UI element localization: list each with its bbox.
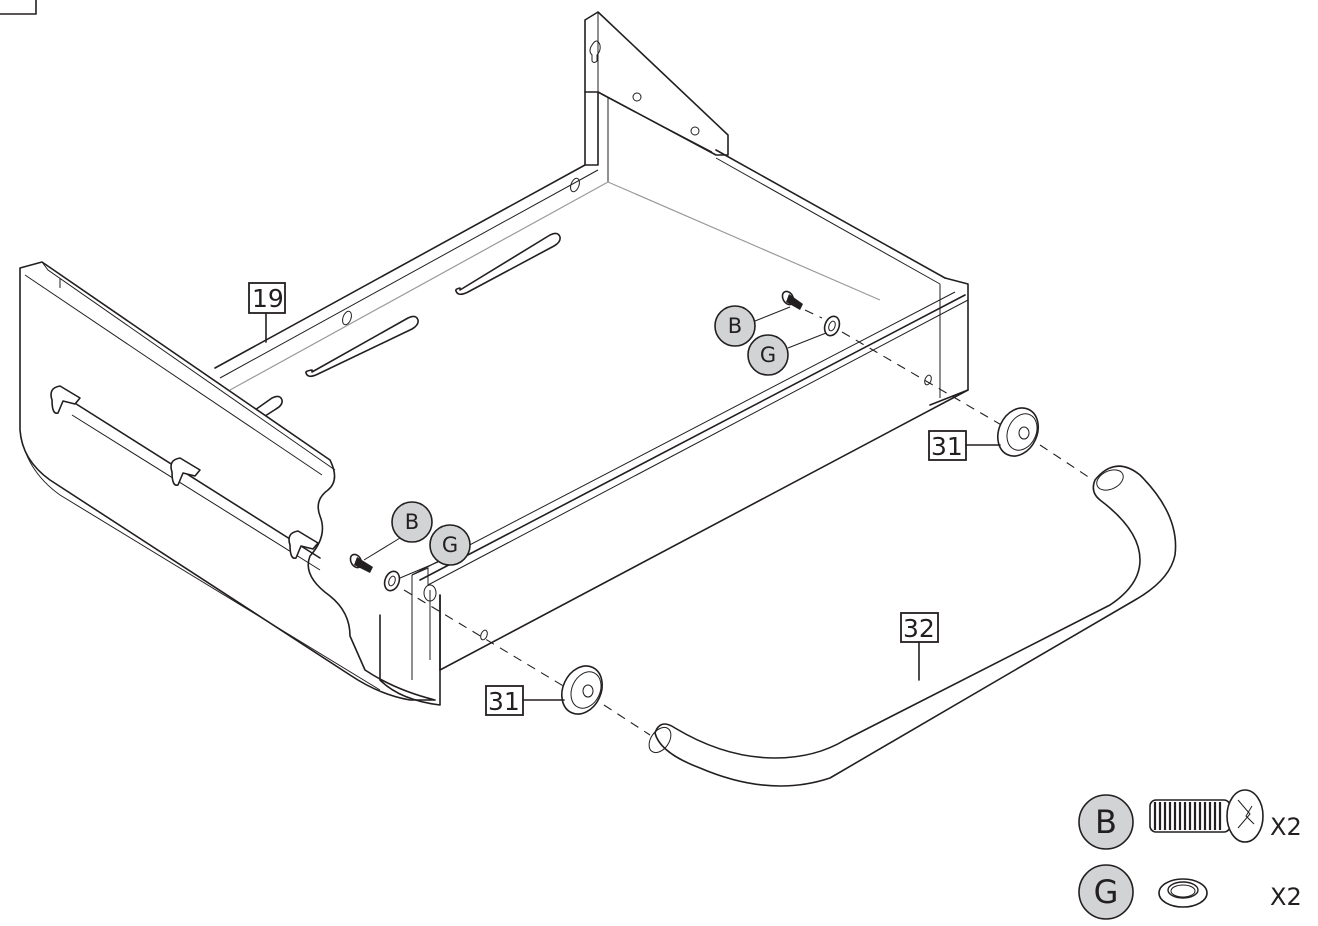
svg-text:G: G [442,533,458,557]
washer-icon [383,570,401,592]
svg-text:32: 32 [903,614,935,643]
svg-text:31: 31 [488,687,520,716]
legend-row-g: G X2 [1078,864,1302,920]
page-frame-corner [0,0,37,15]
svg-text:B: B [405,510,419,534]
washer-icon [823,315,841,337]
spacer-cap-front [560,665,651,736]
svg-text:B: B [728,314,742,338]
screw-icon [781,290,803,310]
svg-text:B: B [1095,803,1117,841]
screw-icon [1149,789,1264,843]
tray-part-19 [19,11,969,706]
callout-19: 19 [248,282,286,343]
svg-text:X2: X2 [1270,813,1302,841]
callout-31-rear: 31 [928,430,1001,461]
callout-32: 32 [900,612,939,681]
svg-text:19: 19 [252,284,284,313]
hardware-legend: B X2 G X2 [1078,789,1302,920]
rear-fasteners: B G [714,290,1011,431]
spacer-cap-rear [996,407,1091,479]
front-fasteners: B G [349,501,571,691]
svg-text:X2: X2 [1270,883,1302,911]
callout-31-front: 31 [485,685,565,716]
screw-icon [349,553,373,573]
svg-text:G: G [1094,873,1119,911]
legend-row-b: B X2 [1078,789,1302,850]
handle-part-32 [648,465,1177,787]
washer-icon [1158,878,1208,908]
svg-text:31: 31 [931,432,963,461]
svg-text:G: G [760,343,776,367]
